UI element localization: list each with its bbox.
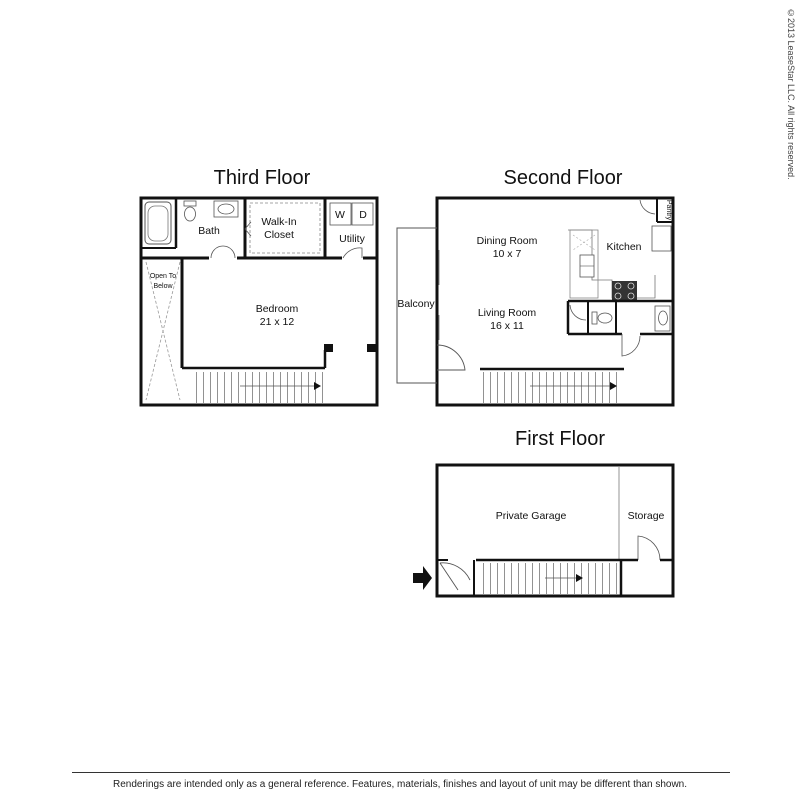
column: [324, 344, 333, 352]
stairs-icon: [194, 372, 324, 403]
closet-label-line2: Closet: [264, 229, 294, 241]
living-room-size: 16 x 11: [490, 320, 524, 332]
dryer-box: [351, 202, 374, 226]
column: [367, 344, 377, 352]
stair-arrow-icon: [610, 382, 617, 390]
toilet-tank-icon: [591, 311, 598, 325]
living-room-label: Living Room: [478, 307, 537, 319]
second-floor-title: Second Floor: [504, 167, 623, 189]
washer-box: [329, 202, 352, 226]
vanity-icon: [213, 200, 239, 218]
burner-icon: [614, 292, 622, 300]
sink-icon: [217, 203, 235, 215]
kitchen-label: Kitchen: [606, 241, 641, 253]
closet-label-line1: Walk-In: [261, 216, 296, 228]
stair-arrow-icon: [314, 382, 321, 390]
utility-door-icon: [342, 247, 363, 259]
dining-room-size: 10 x 7: [493, 248, 522, 260]
burner-icon: [627, 292, 635, 300]
stairs-icon: [477, 563, 619, 594]
footer-divider: [72, 772, 730, 773]
storage-label: Storage: [628, 510, 665, 522]
pantry-door-icon: [639, 199, 656, 215]
garage-label: Private Garage: [496, 510, 567, 522]
stairs-icon: [483, 372, 621, 403]
second-floor: Second Floor: [396, 167, 675, 407]
open-to-below-marker: [145, 261, 181, 401]
third-floor-outline: [139, 196, 379, 407]
burner-icon: [627, 282, 635, 290]
vanity-icon: [654, 305, 671, 332]
bedroom-label: Bedroom: [256, 303, 299, 315]
closet-door-icon: [569, 304, 587, 321]
bath-door-icon: [210, 245, 236, 259]
bedroom-size: 21 x 12: [260, 316, 295, 328]
closet-shelf-outline: [249, 202, 321, 254]
bathtub-icon: [144, 201, 172, 245]
third-floor: Third Floor: [139, 167, 379, 407]
closet-door-icon: [244, 221, 252, 237]
disclaimer-text: Renderings are intended only as a genera…: [112, 779, 688, 790]
copyright-notice: ©2013 LeaseStar LLC. All rights reserved…: [786, 8, 796, 180]
toilet-tank-icon: [183, 200, 197, 207]
dining-room-label: Dining Room: [477, 235, 538, 247]
toilet-icon: [597, 312, 613, 324]
stair-arrow-icon: [576, 574, 583, 582]
toilet-icon: [184, 206, 196, 222]
third-floor-title: Third Floor: [214, 167, 311, 189]
bathtub-basin: [147, 205, 169, 242]
bath-label: Bath: [198, 225, 220, 237]
entry-arrow-icon: [413, 566, 432, 590]
storage-door-icon: [637, 535, 661, 561]
powder-door-icon: [621, 334, 641, 357]
sink-icon: [658, 310, 668, 326]
first-floor-outline: [435, 463, 675, 598]
dryer-label: D: [359, 209, 367, 221]
open-to-below-line2: Below: [153, 283, 173, 290]
refrigerator-icon: [651, 225, 672, 252]
open-to-below-line1: Open To: [150, 273, 176, 280]
first-floor: First Floor Private Garage Storage: [413, 428, 675, 598]
balcony-outline: [396, 227, 437, 384]
utility-label: Utility: [339, 233, 365, 245]
pantry-label: Pantry: [665, 200, 672, 221]
entry-door-icon: [439, 562, 471, 591]
balcony-door-icon: [436, 344, 466, 371]
balcony-label: Balcony: [397, 298, 435, 310]
washer-label: W: [335, 209, 345, 221]
island-pattern: [572, 234, 596, 251]
first-floor-title: First Floor: [515, 428, 605, 450]
kitchen-island: [569, 229, 599, 299]
burner-icon: [614, 282, 622, 290]
stove-icon: [612, 281, 637, 301]
